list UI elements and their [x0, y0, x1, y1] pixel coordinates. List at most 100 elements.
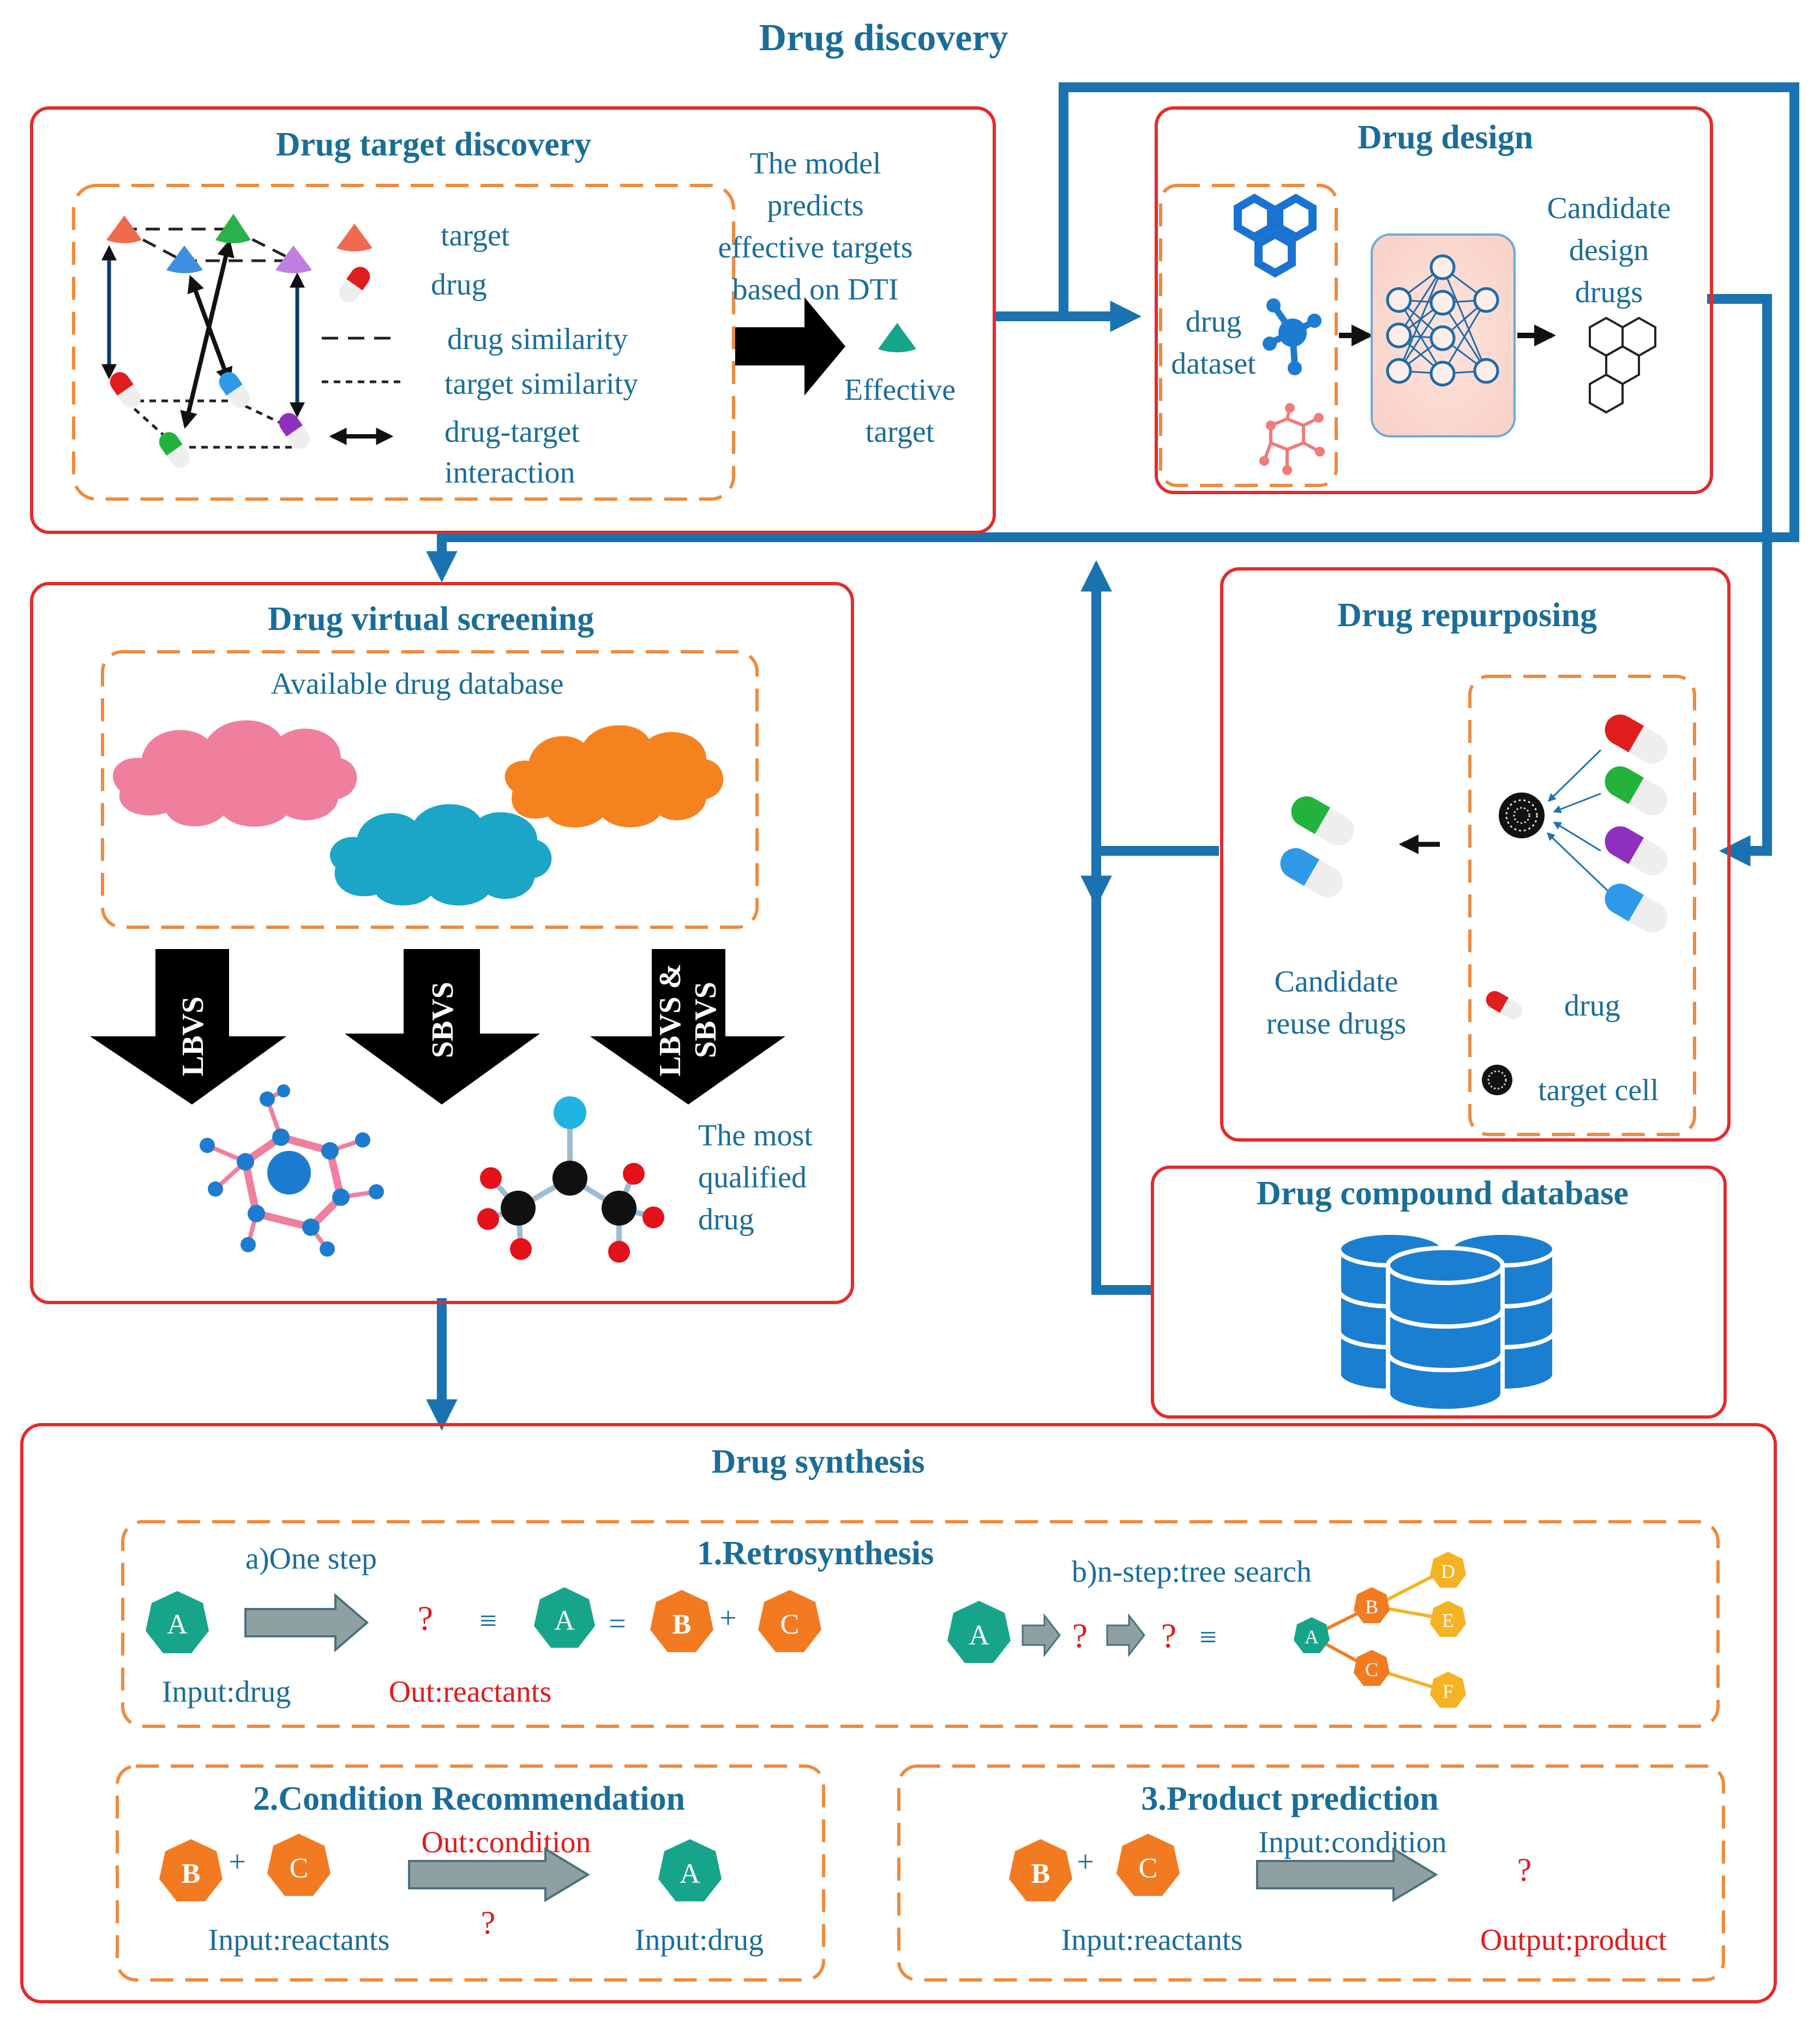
n-step-label: b)n-step:tree search: [1072, 1555, 1312, 1589]
drug-to-cell-arrows: [1546, 749, 1613, 896]
repurposing-title: Drug repurposing: [1337, 597, 1597, 634]
sbvs-label: SBVS: [426, 982, 460, 1058]
nstep-question-1: ?: [1072, 1616, 1088, 1655]
most-qualified-line2: qualified: [698, 1161, 807, 1194]
condition-node-a-label: A: [680, 1858, 700, 1889]
candidate-blue-icon: [1280, 848, 1343, 897]
drug-dataset-line2: dataset: [1171, 347, 1256, 381]
most-qualified-line1: The most: [698, 1119, 813, 1152]
molecule-node-icon: [1263, 298, 1322, 375]
retro-node-b: [650, 1590, 713, 1652]
virtual-screening-panel: Drug virtual screening Available drug da…: [30, 582, 854, 1304]
page-title: Drug discovery: [759, 17, 1008, 59]
drug-legend-icon: [339, 267, 370, 303]
qualified-molecule-icon: [477, 1096, 664, 1263]
nstep-arrow-1: [1022, 1613, 1061, 1658]
lbvs-and-label: LBVS &: [653, 964, 687, 1077]
tree-node-c-label: C: [1365, 1659, 1378, 1680]
retro-output-label: Out:reactants: [389, 1675, 552, 1709]
target-discovery-title: Drug target discovery: [276, 126, 592, 163]
repurposing-legend-drug: drug: [1564, 989, 1620, 1023]
condition-input-drug: Input:drug: [635, 1923, 764, 1957]
condition-plus: +: [229, 1845, 246, 1879]
compound-db-title: Drug compound database: [1257, 1175, 1629, 1212]
retro-input-node-a-label: A: [167, 1609, 188, 1640]
teal-cloud: [329, 804, 552, 906]
product-arrow: [1256, 1847, 1438, 1902]
drug-dataset-line1: drug: [1186, 305, 1242, 339]
pink-molecule-icon: [1263, 407, 1321, 469]
synthesis-panel: Drug synthesis 1.Retrosynthesis a)One st…: [20, 1423, 1777, 2003]
lbvs-sbvs-arrow: [590, 949, 785, 1104]
product-node-b: [1009, 1839, 1072, 1901]
drug-purple-icon: [1605, 826, 1668, 875]
one-step-label: a)One step: [245, 1542, 377, 1576]
condition-input-reactants: Input:reactants: [208, 1923, 390, 1957]
repurposing-legend-cell: target cell: [1538, 1073, 1659, 1107]
product-node-b-label: B: [1031, 1858, 1050, 1889]
neural-network-nodes: [1386, 254, 1499, 387]
candidate-design-line1: Candidate: [1547, 191, 1671, 225]
nstep-arrow-2: [1106, 1613, 1145, 1658]
tree-node-a-label: A: [1305, 1626, 1319, 1648]
condition-out-label: Out:condition: [421, 1826, 591, 1859]
target-cell-icon: [1499, 793, 1545, 838]
candidate-reuse-line2: reuse drugs: [1266, 1007, 1407, 1041]
retro-equals: =: [609, 1607, 626, 1641]
candidate-green-icon: [1291, 796, 1354, 845]
available-database-label: Available drug database: [271, 667, 564, 701]
retro-input-label: Input:drug: [162, 1675, 291, 1709]
tree-node-b-label: B: [1365, 1596, 1378, 1618]
drug-red-icon: [1605, 715, 1668, 764]
condition-node-b-label: B: [182, 1858, 201, 1889]
legend-target-similarity: target similarity: [445, 367, 638, 401]
condition-node-a: [658, 1839, 722, 1901]
drug-green-icon: [1605, 766, 1668, 815]
drug-design-panel: Drug design: [1155, 106, 1713, 494]
repurposing-panel: Drug repurposing Candidate reuse drugs d…: [1220, 567, 1731, 1142]
model-text-1: The model: [749, 147, 881, 181]
tree-search-graphic: [1294, 1552, 1466, 1708]
most-qualified-line3: drug: [698, 1203, 754, 1236]
model-text-3: effective targets: [718, 231, 912, 265]
model-text-2: predicts: [767, 189, 863, 223]
sbvs-arrow: [345, 949, 540, 1104]
dti-network-graphic: [101, 214, 312, 468]
predict-arrow: [735, 297, 845, 395]
retro-node-a2-label: A: [554, 1605, 575, 1636]
tree-node-f-label: F: [1443, 1680, 1453, 1702]
condition-question: ?: [481, 1905, 496, 1941]
one-step-equiv: ≡: [479, 1604, 497, 1638]
product-title: 3.Product prediction: [1141, 1780, 1438, 1817]
effective-target-label-1: Effective: [844, 373, 956, 407]
nstep-node-a: [947, 1601, 1011, 1663]
drug-design-title: Drug design: [1358, 119, 1533, 156]
tree-node-d-label: D: [1441, 1560, 1455, 1582]
legend-dti-line2: interaction: [445, 456, 575, 490]
product-node-c: [1116, 1834, 1180, 1896]
condition-arrow: [408, 1847, 590, 1902]
retro-input-node-a: [146, 1591, 209, 1653]
compound-db-panel: Drug compound database: [1151, 1166, 1727, 1419]
candidate-design-line2: design: [1569, 233, 1649, 267]
product-plus: +: [1077, 1845, 1094, 1879]
sbvs-and-label: SBVS: [689, 982, 723, 1058]
tree-node-e-label: E: [1442, 1610, 1454, 1631]
target-legend-icon: [337, 224, 373, 251]
legend-drug-similarity: drug similarity: [447, 322, 628, 356]
lbvs-label: LBVS: [176, 997, 210, 1076]
retro-node-c-label: C: [780, 1609, 800, 1640]
virtual-screening-title: Drug virtual screening: [268, 601, 594, 638]
product-node-c-label: C: [1139, 1853, 1158, 1884]
candidate-reuse-line1: Candidate: [1274, 965, 1398, 999]
model-text-4: based on DTI: [732, 273, 899, 307]
nstep-equiv: ≡: [1199, 1620, 1217, 1654]
product-question: ?: [1517, 1852, 1532, 1888]
candidate-molecule-icon: [1589, 316, 1656, 414]
product-input-reactants: Input:reactants: [1061, 1923, 1243, 1957]
benzene-rings-icon: [1234, 194, 1317, 278]
nstep-question-2: ?: [1161, 1616, 1176, 1655]
product-input-condition: Input:condition: [1258, 1826, 1446, 1859]
legend-drug: drug: [431, 268, 487, 302]
